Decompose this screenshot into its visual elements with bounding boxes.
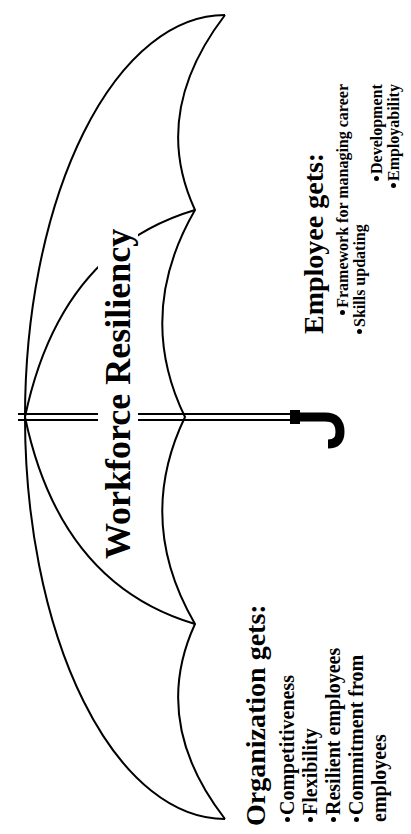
bullet-dot xyxy=(331,817,336,822)
bullet-text: Flexibility xyxy=(299,728,321,815)
canopy-scallops xyxy=(162,15,225,819)
umbrella-handle xyxy=(300,417,340,444)
bullet-dot xyxy=(340,310,345,315)
heading-text: Organization gets: xyxy=(240,604,271,826)
umbrella-shaft xyxy=(18,419,292,421)
bullet-item: Competitiveness xyxy=(276,675,299,822)
umbrella-shaft xyxy=(18,413,292,415)
bullet-dot xyxy=(308,817,313,822)
bullet-dot xyxy=(391,183,396,188)
bullet-item: Resilient employees xyxy=(322,648,345,822)
bullet-text: Development xyxy=(368,84,385,174)
canopy-outline xyxy=(25,15,225,819)
heading-text: Employee gets: xyxy=(298,153,329,334)
bullet-dot xyxy=(354,817,359,822)
group-heading: Employee gets: xyxy=(298,153,330,334)
bullet-text: Employability xyxy=(385,84,402,181)
bullet-item: Framework for managing career xyxy=(334,84,351,334)
bullet-dot xyxy=(285,817,290,822)
bullet-text: Skills updating xyxy=(351,224,368,327)
bullet-dot xyxy=(374,176,379,181)
handle-collar xyxy=(290,410,300,424)
bullet-item: Skills updating xyxy=(351,224,368,334)
group-heading: Organization gets: xyxy=(240,604,272,826)
bullet-text: Framework for managing career xyxy=(334,84,351,308)
bullet-text: Commitment from employees xyxy=(345,655,390,822)
bullet-text: Competitiveness xyxy=(276,675,298,815)
bullet-dot xyxy=(357,329,362,334)
bullet-item: Employability xyxy=(385,84,402,188)
diagram-title: Workforce Resiliency xyxy=(98,225,138,563)
bullet-item: Development xyxy=(368,84,385,181)
bullet-item: Flexibility xyxy=(299,728,322,822)
bullet-text: Resilient employees xyxy=(322,648,344,815)
bullet-item: Commitment from employees xyxy=(345,632,391,822)
